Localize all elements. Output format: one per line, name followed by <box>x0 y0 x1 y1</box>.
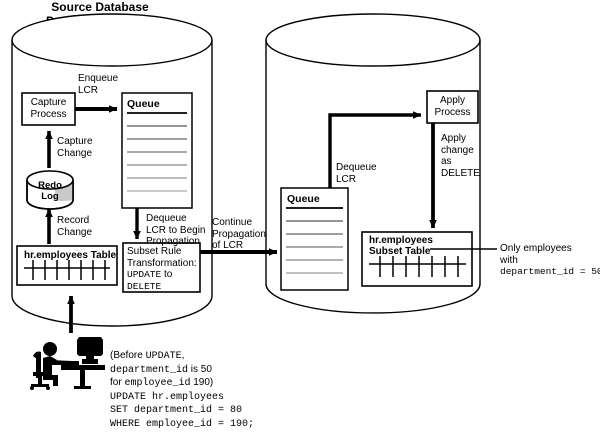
apply-change-line4: DELETE <box>441 167 480 179</box>
hr-employees-table-box <box>16 245 118 286</box>
transformation-delete-keyword: DELETE <box>127 280 162 292</box>
record-change-line1: Record <box>57 215 90 226</box>
destination-queue-box <box>280 187 349 291</box>
hr-employees-table-label: hr.employees Table <box>24 250 117 261</box>
sql-comment-post: , <box>181 350 185 361</box>
dequeue-lcr-arrow <box>328 111 422 188</box>
apply-process-line2: Process <box>434 106 471 118</box>
transformation-to-word: to <box>161 269 173 280</box>
capture-process-line1: Capture <box>30 97 67 108</box>
dest-dequeue-line2: LCR <box>336 173 357 185</box>
annotation-line3-predicate: department_id = 50 <box>500 266 600 277</box>
propagation-line1: Continue <box>212 217 253 228</box>
propagation-line2: Propagation <box>212 228 266 240</box>
sql-comment-pre: (Before <box>110 350 146 361</box>
capture-process-box <box>21 92 76 126</box>
sql-comment-emp-col: employee_id <box>124 378 191 390</box>
sql-comment-emp-val: 190) <box>190 377 214 389</box>
annotation-line2: with <box>500 254 518 266</box>
dequeue-begin-line2: LCR to Begin <box>146 224 206 236</box>
subset-table-line2: Subset Table <box>369 246 431 257</box>
hr-employees-subset-table-box <box>361 231 473 287</box>
sql-comment-dept-val: is 50 <box>188 363 212 375</box>
source-queue-box <box>121 92 193 209</box>
source-database-title: Source Database <box>51 0 149 14</box>
sql-statement-line1: UPDATE hr.employees <box>110 391 225 403</box>
capture-process-line2: Process <box>30 108 67 120</box>
apply-change-line3: as <box>441 156 452 167</box>
sql-statement-line3: WHERE employee_id = 190; <box>110 418 255 430</box>
capture-change-line1: Capture <box>57 136 93 147</box>
dequeue-begin-line1: Dequeue <box>146 213 187 224</box>
subset-rule-transformation-box <box>122 242 201 293</box>
transformation-line1: Subset Rule <box>127 246 182 257</box>
capture-change-line2: Change <box>57 147 93 159</box>
apply-process-box <box>426 90 479 124</box>
record-change-line2: Change <box>57 226 93 238</box>
annotation-line1: Only employees <box>500 243 572 254</box>
enqueue-lcr-line1: Enqueue <box>78 73 119 84</box>
redo-log-cylinder <box>26 170 74 210</box>
redo-log-line2: Log <box>41 191 59 202</box>
dest-dequeue-line1: Dequeue <box>336 162 377 173</box>
sql-comment-update-keyword: UPDATE <box>145 351 182 362</box>
apply-process-line1: Apply <box>439 95 465 106</box>
propagation-line3: of LCR <box>212 240 244 251</box>
enqueue-lcr-line2: LCR <box>78 84 99 96</box>
dequeue-begin-line3: Propagation <box>146 236 200 247</box>
person-at-computer-icon <box>30 337 105 390</box>
destination-queue-header: Queue <box>287 193 320 205</box>
user-sql-block: (Before UPDATE, department_id is 50 for em… <box>110 350 254 432</box>
apply-change-line1: Apply <box>441 133 467 144</box>
transformation-update-keyword: UPDATE <box>127 269 162 280</box>
source-queue-header: Queue <box>127 98 160 110</box>
sql-statement-line2: SET department_id = 80 <box>110 405 243 417</box>
sql-comment-dept-col: department_id <box>110 364 189 376</box>
subset-table-line1: hr.employees <box>369 235 433 246</box>
transformation-line2: Transformation: <box>127 257 197 269</box>
redo-log-line1: Redo <box>38 180 62 191</box>
apply-change-line2: change <box>441 144 474 156</box>
sql-comment-for: for <box>110 377 125 389</box>
